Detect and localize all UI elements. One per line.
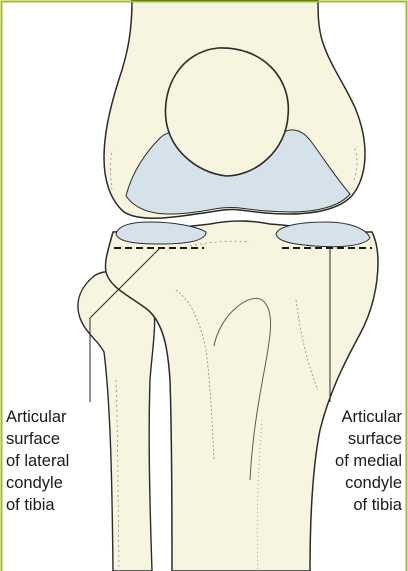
label-lateral-condyle-articular-surface: Articular surface of lateral condyle of … [6, 406, 69, 516]
label-medial-condyle-articular-surface: Articular surface of medial condyle of t… [335, 406, 402, 516]
